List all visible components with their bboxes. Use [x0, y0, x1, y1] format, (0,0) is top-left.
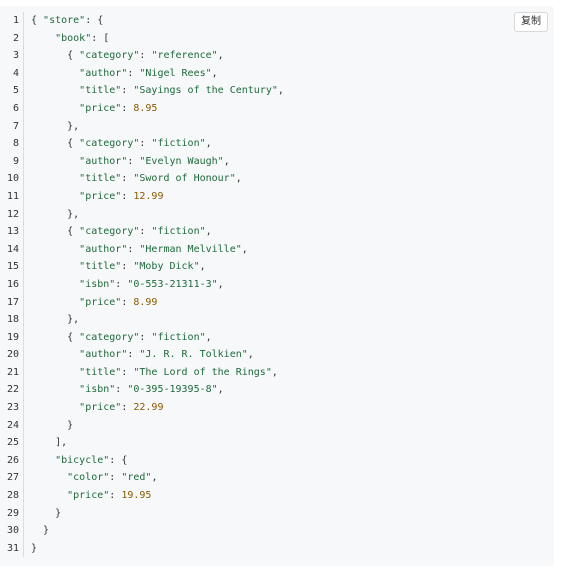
- code-line: 14 "author": "Herman Melville",: [0, 240, 554, 259]
- line-number: 21: [0, 363, 24, 382]
- line-number: 2: [0, 29, 24, 48]
- code-line: 13 { "category": "fiction",: [0, 223, 554, 241]
- line-number: 15: [0, 258, 24, 276]
- code-text: },: [31, 208, 80, 220]
- line-number: 17: [0, 293, 24, 312]
- code-line: 8 { "category": "fiction",: [0, 135, 554, 153]
- line-number: 29: [0, 504, 24, 523]
- code-line: 1 { "store": {: [0, 12, 554, 30]
- code-line: 7 },: [0, 117, 554, 136]
- line-number: 3: [0, 47, 24, 65]
- line-number: 20: [0, 346, 24, 364]
- code-text: "price": 12.99: [79, 190, 164, 202]
- code-line: 18 },: [0, 311, 554, 329]
- line-number: 24: [0, 416, 24, 435]
- code-text: }: [31, 507, 62, 519]
- code-line: 3 { "category": "reference",: [0, 47, 554, 65]
- code-line: 10 "title": "Sword of Honour",: [0, 170, 554, 188]
- line-number: 10: [0, 170, 24, 188]
- code-line: 12 },: [0, 205, 554, 224]
- code-text: { "category": "fiction",: [31, 331, 212, 343]
- code-text: "price": 8.95: [79, 102, 158, 114]
- line-number: 18: [0, 311, 24, 329]
- code-block: 复制 1{ "store": {2 "book": [3 { "category…: [0, 6, 554, 566]
- code-text: "isbn": "0-553-21311-3",: [79, 278, 224, 290]
- code-text: "author": "Herman Melville",: [79, 243, 248, 255]
- code-text: { "category": "reference",: [31, 50, 224, 62]
- code-line: 27 "color": "red",: [0, 469, 554, 488]
- code-lines: 1{ "store": {2 "book": [3 { "category": …: [0, 12, 554, 558]
- code-text: }: [31, 542, 38, 554]
- line-number: 8: [0, 135, 24, 153]
- code-line: 28 "price": 19.95: [0, 487, 554, 505]
- code-text: "title": "The Lord of the Rings",: [79, 366, 278, 378]
- code-line: 11 "price": 12.99: [0, 187, 554, 206]
- line-number: 13: [0, 223, 24, 241]
- code-line: 5 "title": "Sayings of the Century",: [0, 82, 554, 100]
- code-text: "color": "red",: [67, 472, 158, 484]
- code-text: "isbn": "0-395-19395-8",: [79, 384, 224, 396]
- code-text: "author": "Evelyn Waugh",: [79, 155, 230, 167]
- line-number: 25: [0, 434, 24, 452]
- line-number: 9: [0, 152, 24, 171]
- code-text: ],: [31, 437, 68, 449]
- code-line: 31}: [0, 539, 554, 558]
- line-number: 23: [0, 399, 24, 417]
- code-text: }: [31, 525, 50, 537]
- code-text: "title": "Sayings of the Century",: [79, 85, 284, 97]
- line-number: 11: [0, 187, 24, 206]
- code-text: "price": 8.99: [79, 296, 158, 308]
- code-line: 16 "isbn": "0-553-21311-3",: [0, 275, 554, 294]
- code-text: { "category": "fiction",: [31, 138, 212, 150]
- code-line: 2 "book": [: [0, 29, 554, 48]
- line-number: 16: [0, 275, 24, 294]
- line-number: 31: [0, 539, 24, 558]
- copy-button[interactable]: 复制: [514, 12, 548, 32]
- line-number: 27: [0, 469, 24, 488]
- code-text: },: [31, 120, 80, 132]
- code-line: 25 ],: [0, 434, 554, 452]
- code-line: 4 "author": "Nigel Rees",: [0, 64, 554, 83]
- code-line: 22 "isbn": "0-395-19395-8",: [0, 381, 554, 400]
- code-line: 9 "author": "Evelyn Waugh",: [0, 152, 554, 171]
- line-number: 30: [0, 522, 24, 540]
- code-line: 29 }: [0, 504, 554, 523]
- line-number: 28: [0, 487, 24, 505]
- code-line: 20 "author": "J. R. R. Tolkien",: [0, 346, 554, 364]
- code-line: 23 "price": 22.99: [0, 399, 554, 417]
- code-line: 15 "title": "Moby Dick",: [0, 258, 554, 276]
- line-number: 5: [0, 82, 24, 100]
- code-text: "price": 19.95: [67, 490, 152, 502]
- code-line: 6 "price": 8.95: [0, 99, 554, 118]
- line-number: 22: [0, 381, 24, 400]
- code-text: { "category": "fiction",: [31, 226, 212, 238]
- line-number: 6: [0, 99, 24, 118]
- code-text: "author": "J. R. R. Tolkien",: [79, 349, 254, 361]
- code-line: 17 "price": 8.99: [0, 293, 554, 312]
- line-number: 19: [0, 328, 24, 347]
- code-line: 24 }: [0, 416, 554, 435]
- line-number: 1: [0, 12, 24, 30]
- code-text: { "store": {: [31, 15, 104, 26]
- code-line: 26 "bicycle": {: [0, 451, 554, 470]
- code-text: "title": "Moby Dick",: [79, 261, 206, 273]
- line-number: 4: [0, 64, 24, 83]
- code-line: 19 { "category": "fiction",: [0, 328, 554, 347]
- code-line: 30 }: [0, 522, 554, 540]
- line-number: 7: [0, 117, 24, 136]
- code-text: },: [31, 314, 80, 326]
- code-line: 21 "title": "The Lord of the Rings",: [0, 363, 554, 382]
- line-number: 12: [0, 205, 24, 224]
- code-text: "author": "Nigel Rees",: [79, 67, 218, 79]
- code-text: "title": "Sword of Honour",: [79, 173, 242, 185]
- code-text: "bicycle": {: [55, 454, 128, 466]
- code-text: "price": 22.99: [79, 402, 164, 414]
- line-number: 26: [0, 451, 24, 470]
- line-number: 14: [0, 240, 24, 259]
- code-text: }: [31, 419, 74, 431]
- code-text: "book": [: [55, 32, 110, 44]
